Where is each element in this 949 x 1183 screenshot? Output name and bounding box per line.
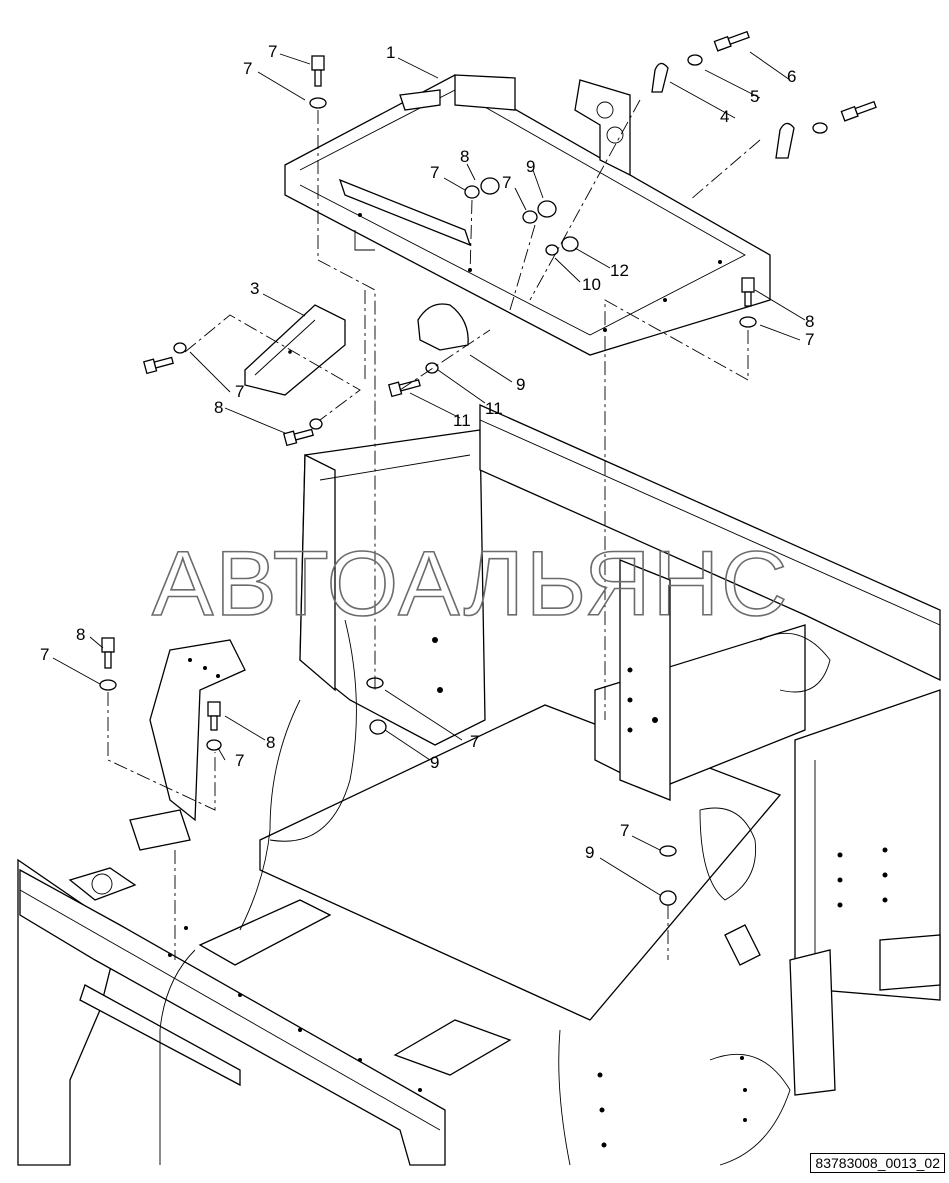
- callout-label: 7: [268, 42, 277, 61]
- washers-and-nuts: [99, 54, 828, 906]
- machine-frame: [17, 403, 941, 1166]
- callout-label: 4: [720, 107, 729, 126]
- callout-label: 7: [243, 59, 252, 78]
- callout-label: 7: [430, 163, 439, 182]
- callout-label: 9: [526, 157, 535, 176]
- callout-label: 1: [386, 43, 395, 62]
- callout-label: 8: [214, 398, 223, 417]
- drawing-id-label: 83783008_0013_02: [810, 1153, 945, 1173]
- callout-label: 8: [460, 147, 469, 166]
- callout-label: 11: [453, 411, 471, 430]
- clamp-shell: [417, 303, 469, 351]
- callout-labels: 1 3 4 5 6 7 7 7 7 7 7 7 7 7 7 8 8 8 8 8 …: [40, 42, 814, 862]
- callout-label: 9: [516, 375, 525, 394]
- callout-label: 7: [470, 732, 479, 751]
- assembly-lines: [107, 99, 761, 960]
- callout-label: 9: [585, 843, 594, 862]
- support-bracket: [129, 639, 246, 851]
- callout-label: 10: [582, 275, 601, 294]
- callout-label: 5: [750, 87, 759, 106]
- callout-label: 7: [235, 751, 244, 770]
- bolts: [101, 30, 877, 731]
- callout-label: 7: [805, 330, 814, 349]
- callout-label: 12: [610, 261, 629, 280]
- frame-holes: [168, 637, 888, 1148]
- callout-label: 11: [485, 399, 503, 418]
- watermark-text: АВТОАЛЬЯНС: [152, 533, 790, 635]
- callout-label: 8: [805, 312, 814, 331]
- callout-label: 7: [502, 173, 511, 192]
- callout-label: 6: [787, 67, 796, 86]
- callout-label: 8: [266, 733, 275, 752]
- angle-bracket: [244, 304, 346, 396]
- callout-label: 3: [250, 279, 259, 298]
- callout-label: 7: [40, 645, 49, 664]
- callout-label: 7: [620, 821, 629, 840]
- callout-label: 9: [430, 753, 439, 772]
- callout-label: 7: [235, 382, 244, 401]
- leader-lines: [52, 51, 806, 896]
- callout-label: 8: [76, 625, 85, 644]
